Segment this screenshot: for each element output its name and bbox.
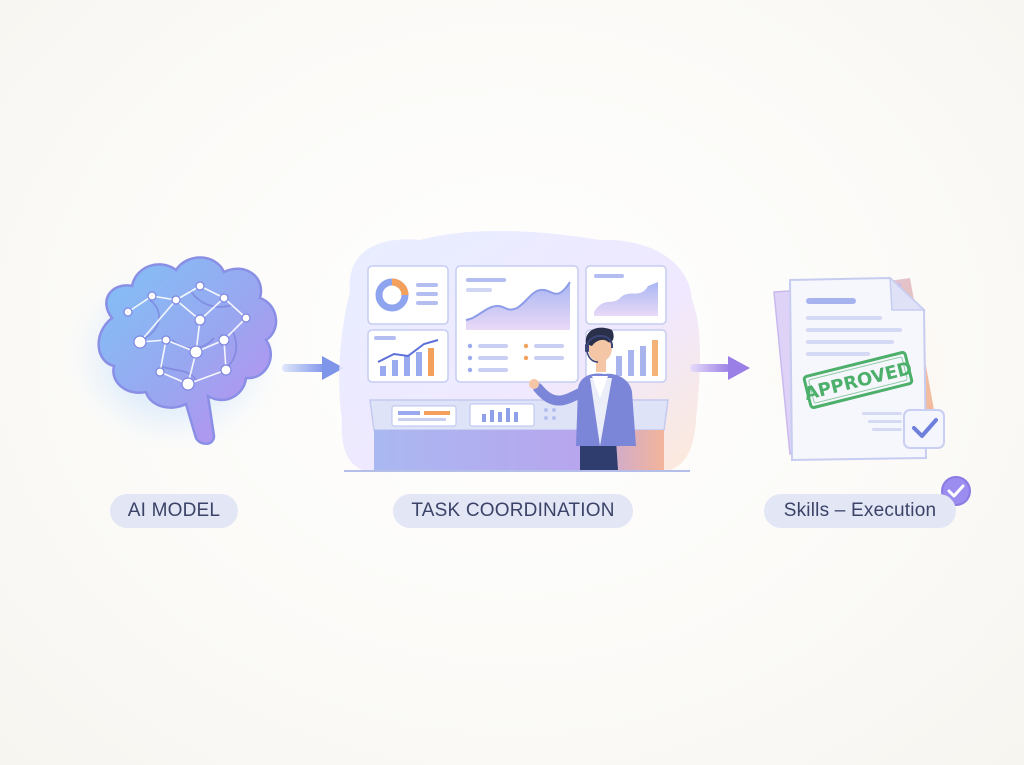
operator-person xyxy=(529,327,636,470)
approved-document-icon: APPROVED xyxy=(752,258,972,478)
step-label-skills-execution: Skills – Execution xyxy=(764,494,956,528)
growth-chart-panel xyxy=(367,329,449,383)
mini-area-panel xyxy=(585,265,667,325)
control-room-icon xyxy=(339,230,700,472)
step-label-task-coordination: TASK COORDINATION xyxy=(393,494,633,528)
donut-chart-panel xyxy=(367,265,449,325)
console-desk xyxy=(344,399,690,472)
step-label-ai-model: AI MODEL xyxy=(110,494,238,528)
flow-arrow-1 xyxy=(282,356,344,380)
brain-network-icon xyxy=(55,250,295,460)
flow-arrow-2 xyxy=(690,356,750,380)
area-chart-panel xyxy=(455,265,579,383)
checkbox-icon xyxy=(903,409,945,449)
